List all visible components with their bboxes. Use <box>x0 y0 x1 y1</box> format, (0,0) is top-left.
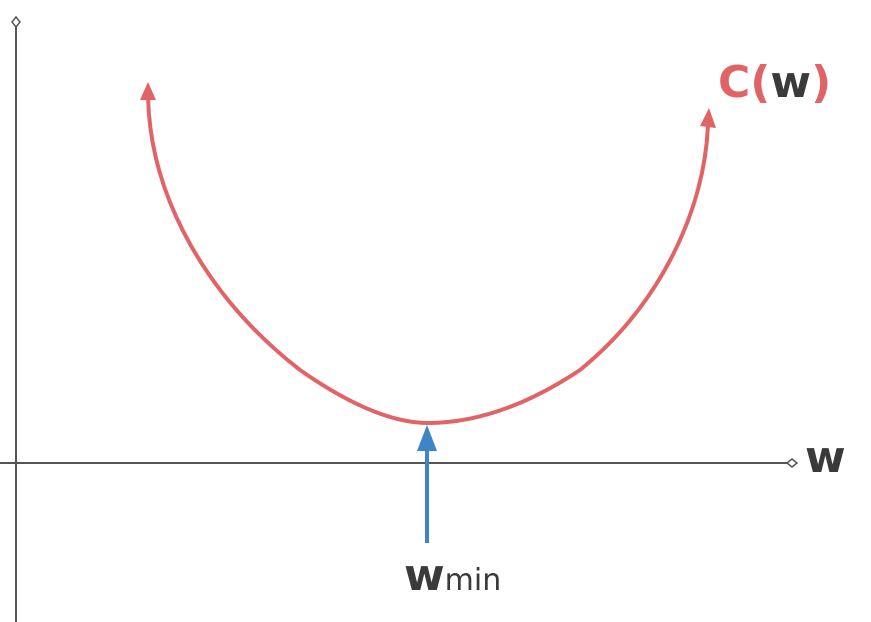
curve-left-arrowhead <box>140 82 156 100</box>
x-axis-end-diamond <box>785 458 799 468</box>
minimum-label-sub: min <box>445 563 502 598</box>
x-axis-label: w <box>805 432 846 483</box>
y-axis-end-diamond <box>11 15 21 29</box>
cost-curve <box>146 94 710 426</box>
minimum-arrowhead <box>417 425 437 451</box>
minimum-label: wmin <box>404 550 501 601</box>
minimum-label-main: w <box>404 550 445 601</box>
curve-label: C(w) <box>718 57 831 108</box>
curve-label-suffix: ) <box>811 57 831 108</box>
curve-label-prefix: C( <box>718 57 770 108</box>
curve-label-var: w <box>770 57 811 108</box>
curve-right-arrowhead <box>700 108 716 128</box>
